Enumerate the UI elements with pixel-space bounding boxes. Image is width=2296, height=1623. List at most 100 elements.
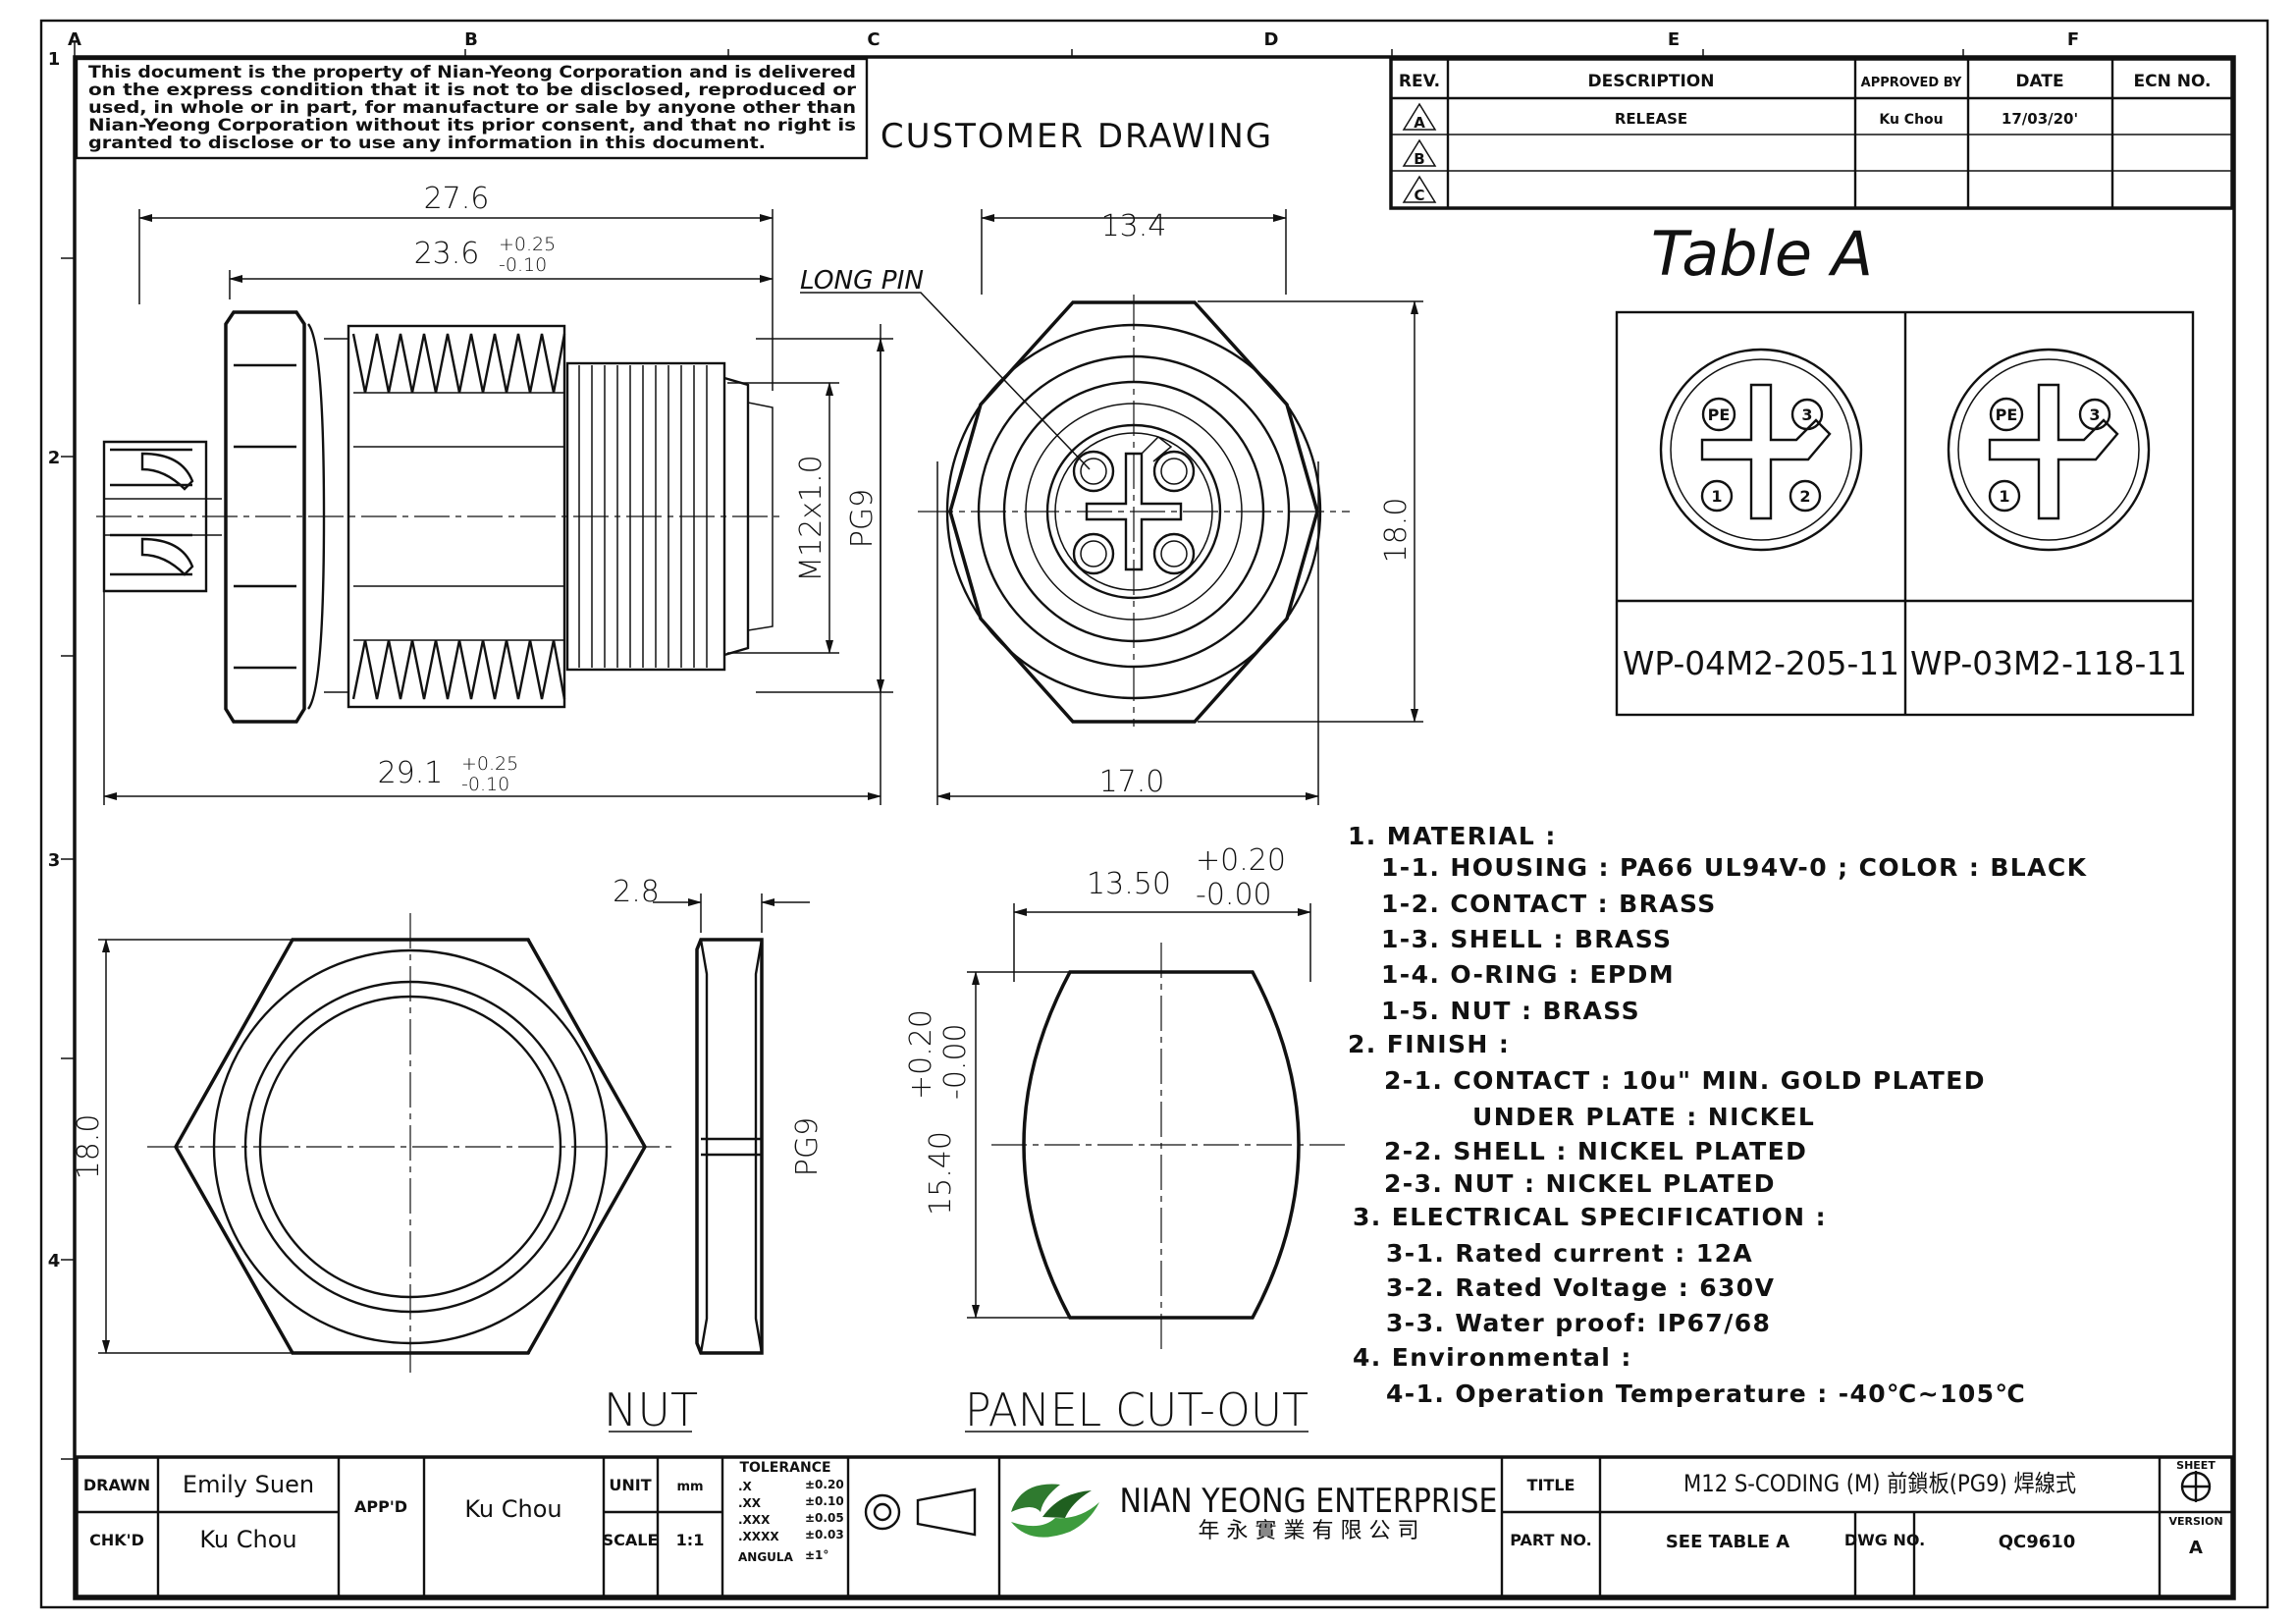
rev-b-mark: B: [1414, 150, 1424, 168]
revision-table: REV. DESCRIPTION APPROVED BY DATE ECN NO…: [1389, 57, 2234, 210]
version-value: A: [2189, 1538, 2203, 1558]
company-name-en: NIAN YEONG ENTERPRISE: [1120, 1482, 1498, 1521]
connector-front-view: 13.4 17.0 18.0 LONG PIN: [800, 209, 1423, 805]
notice-line: Nian-Yeong Corporation without its prior…: [88, 116, 856, 135]
dim-base-tol-minus: -0.10: [461, 774, 509, 795]
version-label: VERSION: [2168, 1515, 2222, 1528]
checked-by: Ku Chou: [199, 1526, 296, 1553]
confidentiality-notice-box: [75, 57, 869, 160]
rev-a-description: RELEASE: [1615, 110, 1687, 128]
sheet-label: SHEET: [2176, 1459, 2216, 1472]
spec-line: 2-3. NUT : NICKEL PLATED: [1384, 1169, 1776, 1198]
dim-front-base: 17.0: [1099, 765, 1165, 799]
grid-col-f: F: [2067, 29, 2079, 50]
spec-line: 3-1. Rated current : 12A: [1386, 1239, 1753, 1268]
pinout-3pin: PE 3 1: [1947, 348, 2151, 552]
unit-value: mm: [676, 1480, 703, 1494]
panel-cutout-view: 13.50 +0.20 -0.00 15.40 +0.20 -0.00 PANE…: [904, 843, 1350, 1436]
sheet-symbol: [2180, 1471, 2212, 1502]
drawn-by: Emily Suen: [183, 1471, 314, 1498]
dim-front-height: 18.0: [1379, 498, 1414, 564]
grid-row-3: 3: [48, 850, 61, 871]
grid-row-4: 4: [48, 1251, 61, 1271]
tolerance-table: TOLERANCE .X ±0.20 .XX ±0.10 .XXX ±0.05 …: [738, 1460, 844, 1564]
pin-pe-label: PE: [1996, 406, 2018, 424]
company-logo: [1011, 1484, 1099, 1538]
dim-total-length: 27.6: [424, 182, 490, 216]
spec-line: 1-4. O-RING : EPDM: [1381, 960, 1675, 989]
rev-a-date: 17/03/20': [2002, 110, 2078, 128]
tolerance-value: ±0.10: [805, 1494, 844, 1508]
notice-line: This document is the property of Nian-Ye…: [88, 63, 856, 82]
tolerance-value: ±1°: [805, 1548, 828, 1562]
pin-1-label: 1: [1999, 487, 2009, 506]
pin-3-label: 3: [1801, 406, 1812, 424]
pin-1-label: 1: [1711, 487, 1722, 506]
part-no-label: PART NO.: [1510, 1531, 1591, 1549]
unit-label: UNIT: [609, 1476, 651, 1494]
ecn-header: ECN NO.: [2134, 72, 2212, 91]
spec-line: 2-1. CONTACT : 10u" MIN. GOLD PLATED: [1384, 1066, 1986, 1095]
spec-line: 1-2. CONTACT : BRASS: [1381, 890, 1717, 918]
notice-line: used, in whole or in part, for manufactu…: [88, 98, 856, 118]
tolerance-value: ±0.05: [805, 1511, 844, 1525]
tolerance-title: TOLERANCE: [739, 1460, 830, 1476]
outer-border: [39, 19, 2269, 1609]
spec-line: 2. FINISH :: [1348, 1030, 1510, 1058]
title-label: TITLE: [1527, 1476, 1575, 1494]
dim-thread-tol-minus: -0.10: [499, 254, 547, 276]
long-pin-label: LONG PIN: [800, 266, 924, 296]
table-a: PE 3 1 2 PE 3 1 WP-04M2-205-11 WP-03M2-1…: [1615, 310, 2195, 717]
rev-header: REV.: [1399, 72, 1440, 91]
pin-pe-label: PE: [1708, 406, 1731, 424]
tolerance-key: .XXX: [738, 1513, 771, 1527]
grid-col-b: B: [464, 29, 478, 50]
rev-a-approved-by: Ku Chou: [1879, 112, 1943, 128]
tolerance-key: .XX: [738, 1496, 762, 1510]
dim-cut-width-tol-minus: -0.00: [1196, 878, 1272, 912]
nut-views: 18.0 2.8 PG9 NUT: [72, 875, 825, 1436]
tolerance-key: .X: [738, 1480, 753, 1493]
dim-thread-tol-plus: +0.25: [499, 234, 556, 255]
spec-line: 3-3. Water proof: IP67/68: [1386, 1309, 1771, 1337]
revision-triangles: [1402, 102, 1437, 203]
projection-symbol: [864, 1488, 977, 1537]
tolerance-key: ANGULA: [738, 1550, 794, 1564]
rev-c-mark: C: [1414, 187, 1424, 204]
m12-thread-lines: [578, 365, 708, 668]
grid-ticks: [61, 42, 1964, 1460]
grid-col-d: D: [1264, 29, 1279, 50]
nut-view-label: NUT: [604, 1383, 698, 1436]
checked-label: CHK'D: [89, 1531, 144, 1549]
spec-line: 2-2. SHELL : NICKEL PLATED: [1384, 1137, 1807, 1165]
dim-pg9-thread: PG9: [845, 489, 880, 548]
grid-row-1: 1: [48, 49, 61, 70]
spec-line: 4. Environmental :: [1353, 1343, 1632, 1372]
approved-by: Ku Chou: [464, 1495, 561, 1523]
dim-thread-length: 23.6: [414, 237, 480, 271]
title-block: DRAWN CHK'D APP'D UNIT SCALE mm 1:1 TITL…: [75, 1455, 2234, 1598]
dim-base-length: 29.1: [378, 756, 444, 790]
part-number-3pin: WP-03M2-118-11: [1910, 644, 2187, 682]
dim-cut-width-tol-plus: +0.20: [1196, 843, 1286, 878]
grid-row-2: 2: [48, 448, 61, 468]
dim-cut-height: 15.40: [924, 1131, 958, 1216]
panel-cutout-view-label: PANEL CUT-OUT: [965, 1383, 1308, 1436]
spec-line: 1. MATERIAL :: [1348, 822, 1557, 850]
drawing-part-title: M12 S-CODING (M) 前鎖板(PG9) 焊線式: [1683, 1470, 2076, 1497]
dim-base-tol-plus: +0.25: [461, 753, 518, 775]
dwg-no-label: DWG NO.: [1844, 1531, 1925, 1549]
scale-value: 1:1: [676, 1531, 705, 1549]
notice-line: on the express condition that it is not …: [88, 81, 857, 100]
description-header: DESCRIPTION: [1588, 72, 1715, 91]
confidentiality-notice: This document is the property of Nian-Ye…: [88, 63, 857, 153]
tolerance-key: .XXXX: [738, 1530, 779, 1543]
spec-line: 4-1. Operation Temperature : -40℃~105℃: [1386, 1380, 2026, 1408]
notice-line: granted to disclose or to use any inform…: [88, 134, 766, 153]
part-number-4pin: WP-04M2-205-11: [1623, 644, 1899, 682]
spec-line: 3. ELECTRICAL SPECIFICATION :: [1353, 1203, 1827, 1231]
grid-col-a: A: [68, 29, 81, 50]
pinout-4pin: PE 3 1 2: [1659, 348, 1863, 552]
rev-a-mark: A: [1414, 114, 1425, 132]
grid-col-e: E: [1668, 29, 1680, 50]
